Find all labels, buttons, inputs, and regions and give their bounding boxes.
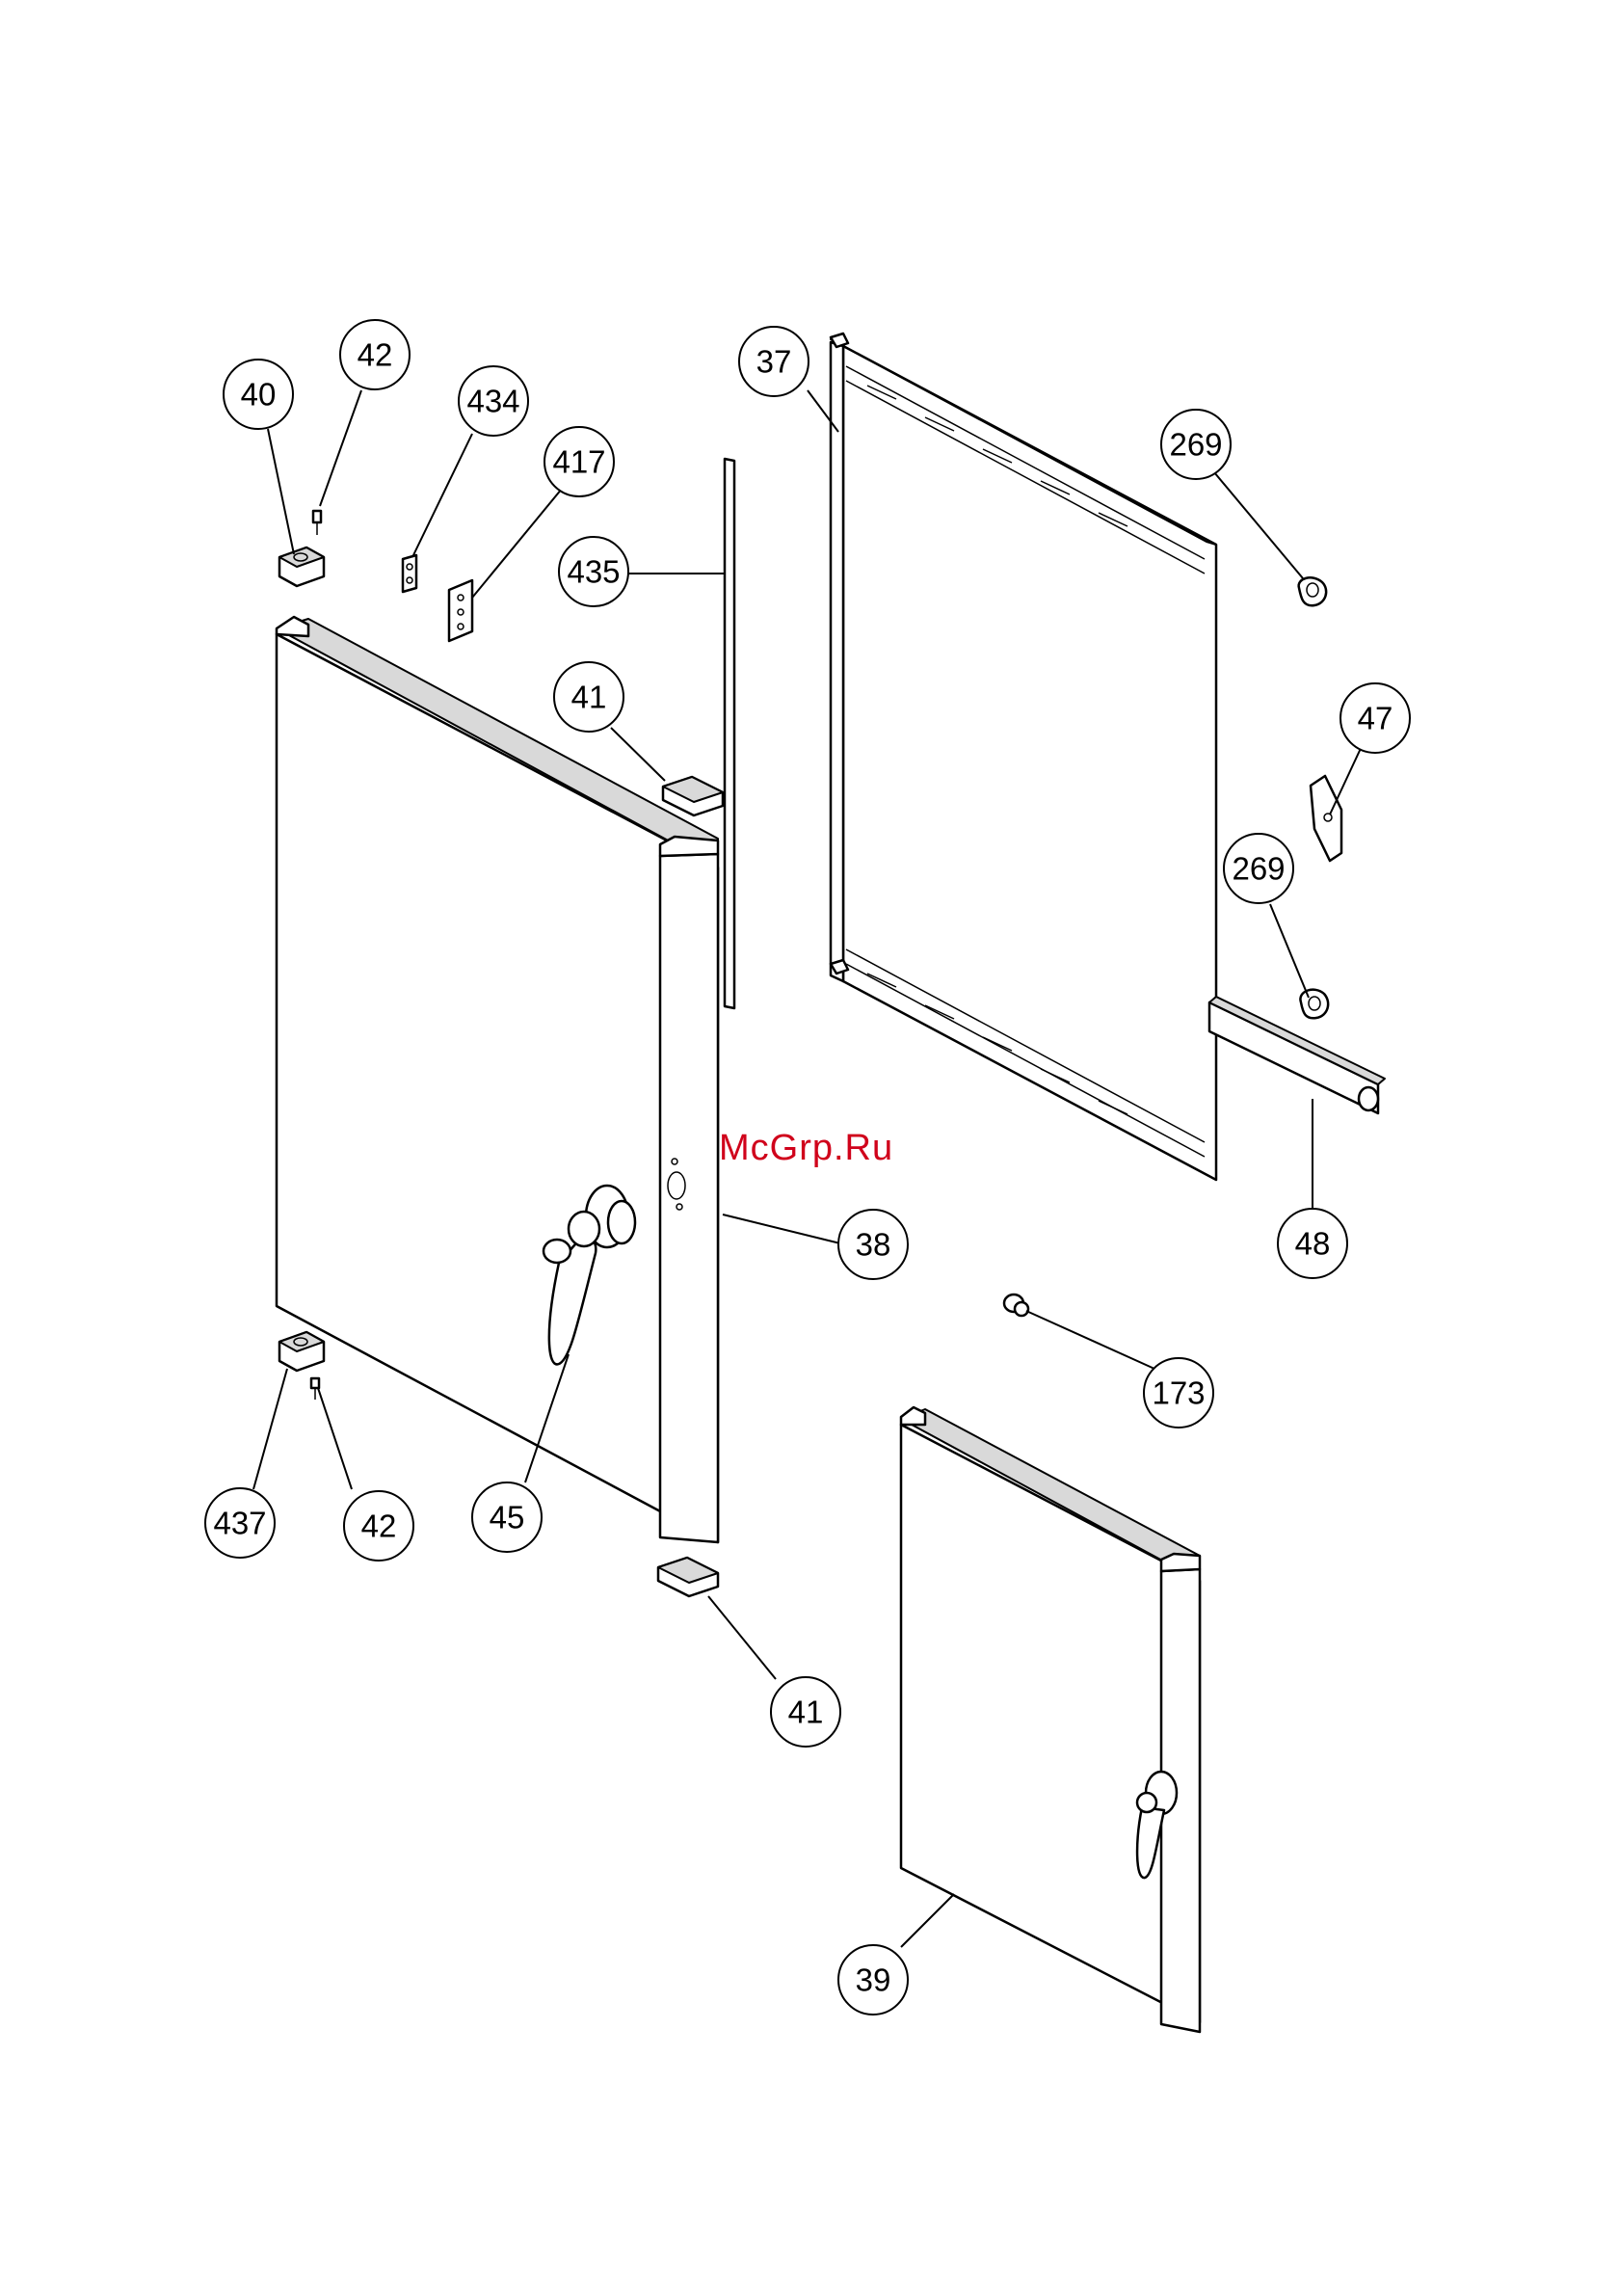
callout-417: 417 <box>544 427 614 496</box>
svg-text:269: 269 <box>1169 427 1222 463</box>
callout-42-bottom: 42 <box>344 1491 413 1561</box>
svg-text:41: 41 <box>571 680 607 715</box>
watermark-text: McGrp.Ru <box>719 1128 893 1168</box>
svg-text:40: 40 <box>241 377 277 413</box>
svg-text:48: 48 <box>1295 1226 1331 1262</box>
callout-48: 48 <box>1278 1209 1347 1278</box>
hinge-block-top <box>279 547 324 586</box>
hinge-rail <box>1209 997 1385 1113</box>
catch-269-top <box>1299 577 1327 605</box>
svg-text:38: 38 <box>856 1227 891 1263</box>
svg-text:42: 42 <box>358 337 393 373</box>
callout-434: 434 <box>459 366 528 436</box>
svg-text:45: 45 <box>490 1500 525 1535</box>
block-41-top <box>663 777 723 815</box>
hinge-block-bottom <box>279 1332 324 1371</box>
main-door <box>277 617 718 1542</box>
gasket-strip <box>725 459 734 1008</box>
callout-269-bottom: 269 <box>1224 834 1293 903</box>
bracket-434 <box>403 555 416 592</box>
svg-text:435: 435 <box>567 554 620 590</box>
svg-text:434: 434 <box>466 384 519 419</box>
callout-42-top: 42 <box>340 320 410 389</box>
knob-173 <box>1004 1295 1028 1316</box>
second-door <box>901 1407 1200 2032</box>
callout-41-top: 41 <box>554 662 623 732</box>
plate-417 <box>449 580 472 641</box>
callout-39: 39 <box>838 1945 908 2015</box>
svg-text:39: 39 <box>856 1962 891 1998</box>
svg-text:417: 417 <box>552 444 605 480</box>
inner-glass-panel <box>831 334 1216 1180</box>
callout-437: 437 <box>205 1488 275 1558</box>
svg-text:437: 437 <box>213 1506 266 1541</box>
callout-38: 38 <box>838 1210 908 1279</box>
block-41-bottom <box>658 1558 718 1596</box>
callout-40: 40 <box>224 360 293 429</box>
svg-text:269: 269 <box>1232 851 1285 887</box>
callout-435: 435 <box>559 537 628 606</box>
svg-text:173: 173 <box>1152 1375 1205 1411</box>
callout-37: 37 <box>739 327 809 396</box>
svg-text:42: 42 <box>361 1508 397 1544</box>
catch-269-bottom <box>1300 990 1328 1019</box>
svg-text:47: 47 <box>1358 701 1393 736</box>
svg-text:37: 37 <box>756 344 792 380</box>
svg-text:41: 41 <box>788 1695 824 1730</box>
callout-47: 47 <box>1340 683 1410 753</box>
callout-269-top: 269 <box>1161 410 1231 479</box>
bracket-47 <box>1311 776 1341 861</box>
callout-173: 173 <box>1144 1358 1213 1428</box>
screw-top <box>313 511 321 535</box>
callout-41-bottom: 41 <box>771 1677 840 1747</box>
callout-45: 45 <box>472 1482 542 1552</box>
